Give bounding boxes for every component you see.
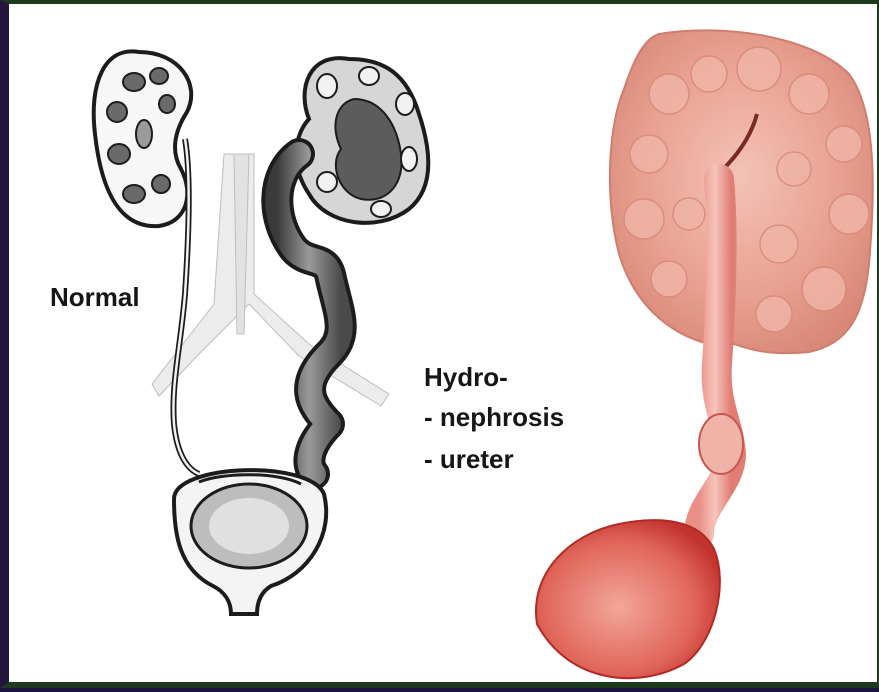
- label-normal: Normal: [50, 280, 140, 314]
- bladder: [174, 470, 326, 614]
- specimen-photo: [536, 30, 873, 678]
- label-ureter: - ureter: [424, 442, 514, 476]
- label-nephrosis: - nephrosis: [424, 400, 564, 434]
- normal-kidney: [94, 51, 192, 226]
- illustration: [9, 4, 879, 692]
- hydronephrotic-kidney: [296, 58, 428, 223]
- label-hydro: Hydro-: [424, 360, 508, 394]
